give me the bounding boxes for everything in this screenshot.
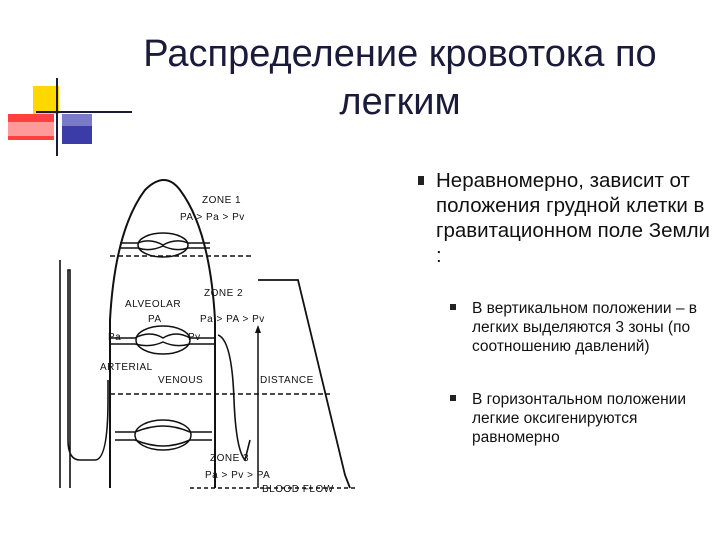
venous-pressure-label: Pv xyxy=(188,332,201,343)
deco-yellow-square xyxy=(33,86,59,114)
alveolar-label: ALVEOLAR xyxy=(125,299,181,310)
lung-zones-diagram: ZONE 1 PA > Pa > Pv ZONE 2 Pa > PA > Pv … xyxy=(59,179,355,495)
arterial-pressure-label: Pa xyxy=(108,332,121,343)
sub-bullet-vertical-text: В вертикальном положении – в легких выде… xyxy=(472,300,698,355)
deco-pink-bar xyxy=(8,122,54,136)
bullet-main: Неравномерно, зависит от положения грудн… xyxy=(418,168,718,268)
arterial-label: ARTERIAL xyxy=(100,362,153,373)
bullet-square-icon xyxy=(418,176,424,185)
right-vessel xyxy=(217,334,251,462)
zone2-label: ZONE 2 xyxy=(204,288,243,299)
alveolus-zone3 xyxy=(115,419,212,451)
deco-vertical-line xyxy=(56,78,58,156)
zone3-equation: Pa > Pv > PA xyxy=(205,470,270,481)
alveolus-zone1 xyxy=(120,232,210,258)
bullet-main-text: Неравномерно, зависит от положения грудн… xyxy=(436,169,711,267)
zone1-label: ZONE 1 xyxy=(202,195,241,206)
blood-flow-label: BLOOD FLOW xyxy=(262,484,334,495)
deco-blue-light xyxy=(62,114,92,126)
left-vessel xyxy=(67,269,109,488)
venous-label: VENOUS xyxy=(158,375,203,386)
sub-bullet-icon xyxy=(450,304,456,310)
alveolus-zone2 xyxy=(110,325,216,355)
sub-bullet-horizontal: В горизонтальном положении легкие оксиге… xyxy=(450,390,712,447)
page-title: Распределение кровотока по легким xyxy=(143,33,657,123)
blood-flow-curve xyxy=(258,279,351,489)
zone3-label: ZONE 3 xyxy=(210,453,249,464)
zone2-equation: Pa > PA > Pv xyxy=(200,314,265,325)
sub-bullet-vertical: В вертикальном положении – в легких выде… xyxy=(450,299,712,356)
distance-label: DISTANCE xyxy=(260,375,314,386)
alveolar-pressure-label: PA xyxy=(148,314,162,325)
lung-outline xyxy=(109,179,216,488)
deco-horizontal-line xyxy=(36,111,132,113)
axis-arrow xyxy=(255,325,261,333)
sub-bullet-icon xyxy=(450,395,456,401)
zone1-equation: PA > Pa > Pv xyxy=(180,212,245,223)
sub-bullet-horizontal-text: В горизонтальном положении легкие оксиге… xyxy=(472,391,686,446)
